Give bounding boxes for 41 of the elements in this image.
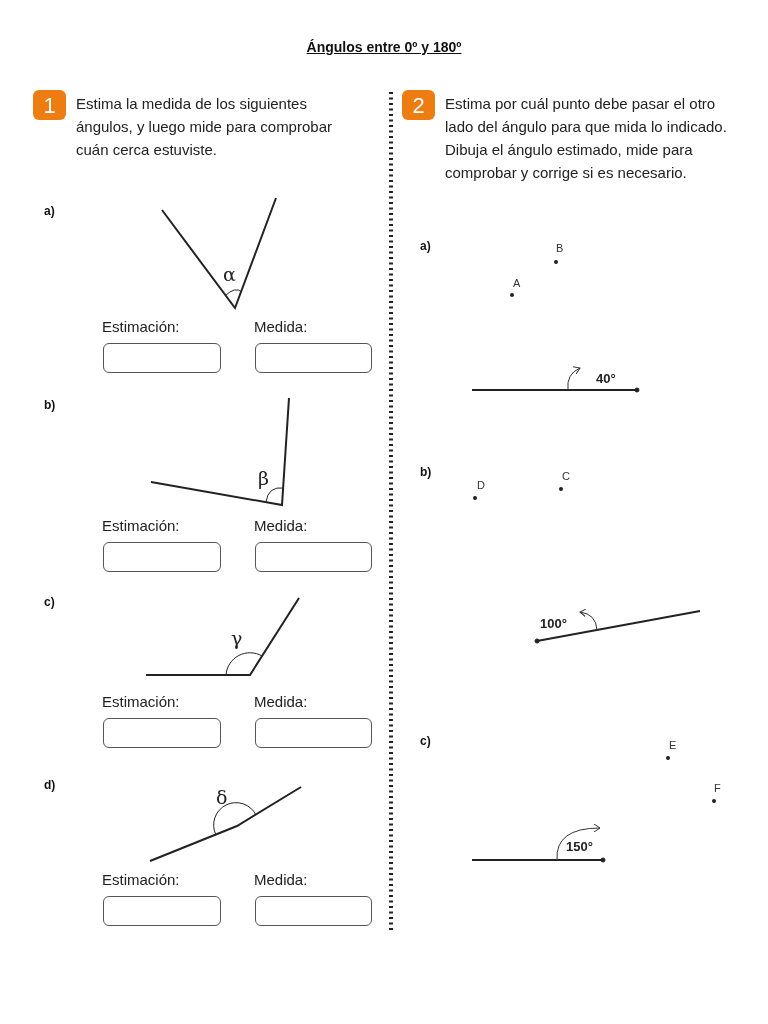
field-caption: Medida:	[254, 692, 308, 712]
field-caption: Estimación:	[102, 870, 180, 890]
answer-box	[103, 343, 221, 373]
item-letter: c)	[44, 594, 55, 611]
item-letter: c)	[420, 733, 431, 750]
angle-symbol: α	[223, 262, 236, 287]
number-badge: 1	[33, 90, 66, 120]
item-letter: d)	[44, 777, 56, 794]
point-label: F	[714, 781, 721, 796]
angle-symbol: δ	[216, 785, 228, 810]
answer-box	[103, 896, 221, 926]
answer-box	[103, 718, 221, 748]
item-letter: b)	[420, 464, 432, 481]
point-label: B	[556, 241, 564, 256]
item-letter: a)	[420, 238, 431, 255]
field-caption: Estimación:	[102, 516, 180, 536]
answer-box	[255, 718, 372, 748]
answer-box	[255, 343, 372, 373]
angle-measure: 40°	[596, 370, 616, 388]
instruction-text: Estima por cuál punto debe pasar el otro lado del ángulo para que mida lo indicado. Dibuja el ángulo estimado, mide para comprobar y corrige si es necesario.	[445, 94, 728, 183]
answer-box	[255, 542, 372, 572]
field-caption: Medida:	[254, 516, 308, 536]
point-label: C	[562, 469, 570, 484]
field-caption: Medida:	[254, 870, 308, 890]
point-label: A	[513, 276, 521, 291]
angle-symbol: β	[258, 466, 269, 491]
page-title: Ángulos entre 0º y 180º	[305, 38, 463, 57]
field-caption: Estimación:	[102, 692, 180, 712]
item-letter: a)	[44, 203, 55, 220]
angle-measure: 150°	[566, 838, 593, 856]
point-label: D	[477, 478, 485, 493]
point-label: E	[669, 738, 677, 753]
instruction-text: Estima la medida de los siguientes ángulos, y luego mide para comprobar cuán cerca estuviste.	[76, 94, 333, 160]
field-caption: Estimación:	[102, 317, 180, 337]
angle-symbol: γ	[231, 626, 243, 651]
item-letter: b)	[44, 397, 56, 414]
field-caption: Medida:	[254, 317, 308, 337]
answer-box	[255, 896, 372, 926]
number-badge: 2	[402, 90, 435, 120]
answer-box	[103, 542, 221, 572]
angle-measure: 100°	[540, 615, 567, 633]
